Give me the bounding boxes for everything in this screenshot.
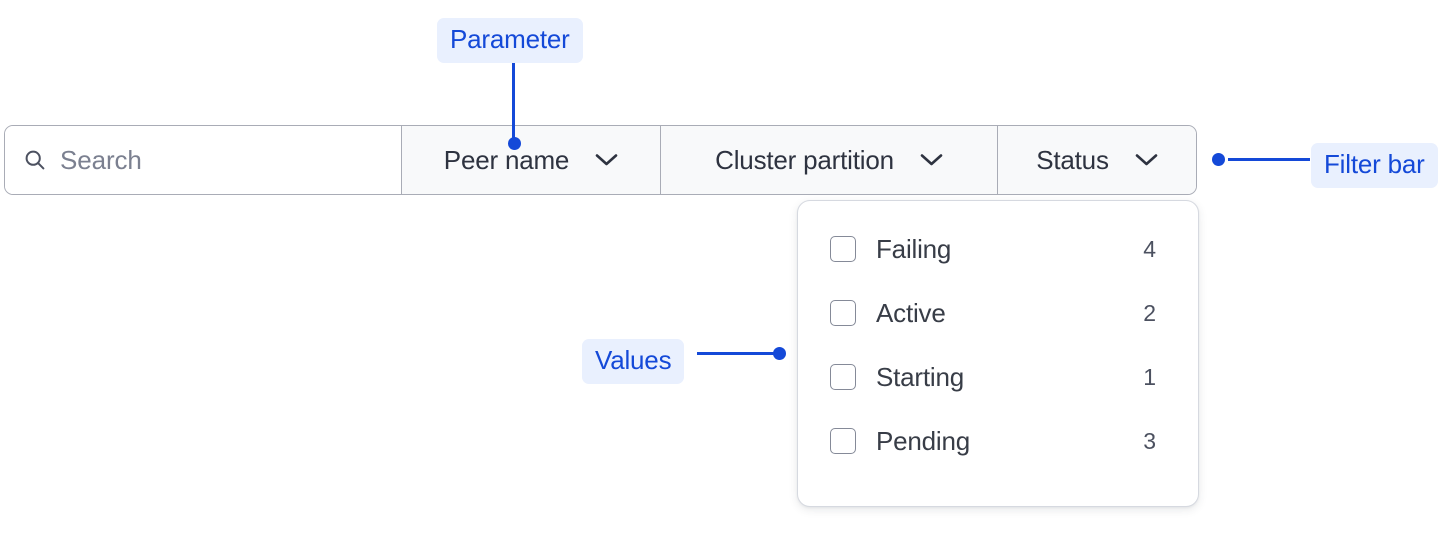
list-item[interactable]: Failing 4 xyxy=(798,217,1198,281)
filter-cluster-partition-label: Cluster partition xyxy=(715,144,894,175)
filter-peer-name[interactable]: Peer name xyxy=(402,126,661,194)
chevron-down-icon xyxy=(1135,154,1158,166)
checkbox-failing[interactable] xyxy=(830,236,856,262)
list-item-count: 3 xyxy=(1143,427,1156,454)
search-placeholder: Search xyxy=(60,144,142,175)
annotation-filter-bar-leader-line xyxy=(1228,158,1310,161)
list-item-label: Pending xyxy=(876,425,971,456)
search-icon xyxy=(25,150,45,170)
annotation-values-leader-line xyxy=(697,352,779,355)
status-values-dropdown: Failing 4 Active 2 Starting 1 Pending 3 xyxy=(797,200,1199,507)
list-item-count: 4 xyxy=(1143,235,1156,262)
annotation-parameter: Parameter xyxy=(437,18,583,63)
list-item-count: 2 xyxy=(1143,299,1156,326)
list-item-label: Failing xyxy=(876,233,952,264)
checkbox-pending[interactable] xyxy=(830,428,856,454)
annotation-values-dot xyxy=(773,347,786,360)
annotation-parameter-dot xyxy=(508,137,521,150)
filter-status[interactable]: Status xyxy=(998,126,1196,194)
filter-peer-name-label: Peer name xyxy=(443,144,570,175)
list-item[interactable]: Active 2 xyxy=(798,281,1198,345)
filter-bar: Search Peer name Cluster partition Statu… xyxy=(4,125,1197,195)
list-item-count: 1 xyxy=(1143,363,1156,390)
filter-status-label: Status xyxy=(1036,144,1109,175)
list-item[interactable]: Starting 1 xyxy=(798,345,1198,409)
list-item-label: Active xyxy=(876,297,946,328)
annotation-filter-bar: Filter bar xyxy=(1311,143,1438,188)
search-input[interactable]: Search xyxy=(5,126,402,194)
filter-cluster-partition[interactable]: Cluster partition xyxy=(661,126,998,194)
list-item-label: Starting xyxy=(876,361,965,392)
annotation-parameter-leader-line xyxy=(512,60,515,144)
checkbox-starting[interactable] xyxy=(830,364,856,390)
chevron-down-icon xyxy=(920,154,943,166)
annotation-values: Values xyxy=(582,339,685,384)
list-item[interactable]: Pending 3 xyxy=(798,409,1198,473)
chevron-down-icon xyxy=(595,154,618,166)
checkbox-active[interactable] xyxy=(830,300,856,326)
annotation-filter-bar-dot xyxy=(1212,153,1225,166)
